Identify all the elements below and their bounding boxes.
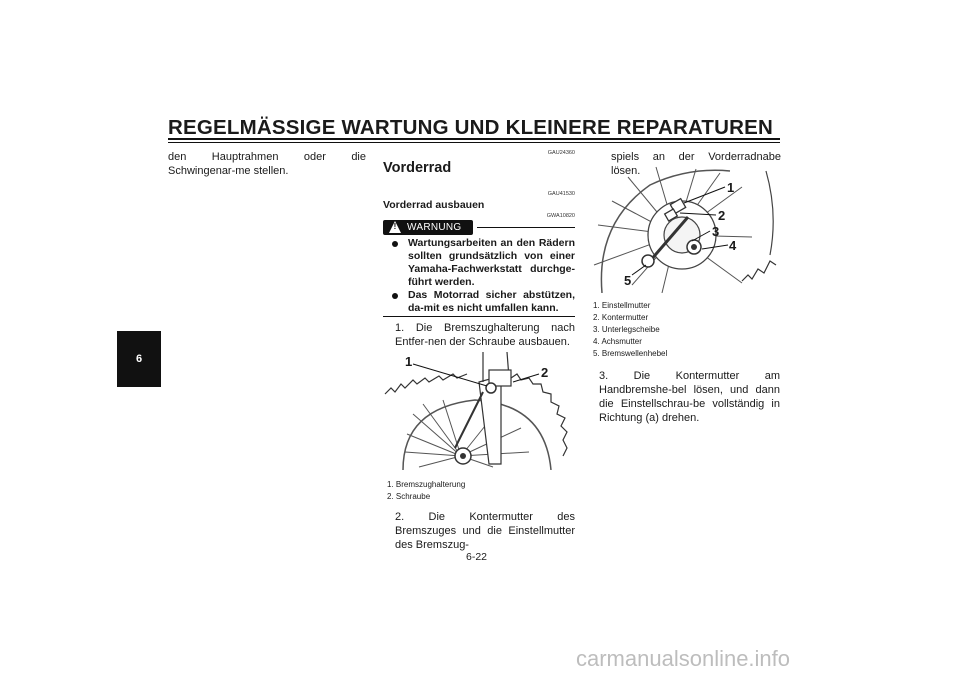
step-2: 2. Die Kontermutter des Bremszuges und d…: [395, 511, 575, 551]
figure-caption: 3. Unterlegscheibe: [593, 325, 660, 334]
warning-item: Das Motorrad sicher abstützen, da-mit es…: [408, 289, 575, 314]
chapter-tab: 6: [117, 331, 161, 387]
doc-code: GAU24360: [547, 150, 575, 156]
callout-number: 4: [729, 238, 737, 253]
step-1: 1. Die Bremszughalterung nach Entfer-nen…: [395, 322, 575, 348]
warning-end-rule: [383, 316, 575, 317]
bullet-icon: [392, 241, 398, 247]
header-rule: [168, 138, 780, 140]
step-2-continued: spiels an der Vorderradnabe lösen.: [611, 151, 781, 177]
doc-code: GAU41530: [547, 191, 575, 197]
section-title: Vorderrad: [383, 160, 452, 176]
warning-badge: ! WARNUNG: [383, 220, 473, 235]
figure-caption: 4. Achsmutter: [593, 337, 642, 346]
bullet-icon: [392, 293, 398, 299]
warning-label: WARNUNG: [407, 222, 462, 233]
warning-rule: [477, 227, 575, 228]
header-rule-thin: [168, 142, 780, 143]
callout-number: 2: [718, 208, 726, 223]
page-number: 6-22: [466, 551, 488, 563]
figure-caption: 1. Einstellmutter: [593, 301, 651, 310]
figure-caption: 2. Schraube: [387, 492, 431, 501]
left-column-text: den Hauptrahmen oder die Schwingenar-me …: [168, 151, 366, 177]
watermark: carmanualsonline.info: [576, 646, 791, 671]
figure-caption: 2. Kontermutter: [593, 313, 649, 322]
warning-icon: [389, 221, 401, 233]
step-3: 3. Die Kontermutter am Handbremshe-bel l…: [599, 370, 780, 424]
callout-number: 2: [541, 365, 549, 380]
figure-fork-brake-cable: [384, 352, 568, 470]
warning-item: Wartungsarbeiten an den Rädern sollten g…: [408, 237, 575, 288]
figure-front-hub: [593, 166, 777, 293]
callout-number: 3: [712, 224, 720, 239]
figure-caption: 5. Bremswellenhebel: [593, 349, 668, 358]
figure-caption: 1. Bremszughalterung: [387, 480, 466, 489]
callout-number: 1: [727, 180, 735, 195]
callout-number: 1: [405, 354, 413, 369]
page-title: REGELMÄSSIGE WARTUNG UND KLEINERE REPARA…: [168, 116, 774, 139]
callout-number: 5: [624, 273, 632, 288]
subsection-title: Vorderrad ausbauen: [383, 199, 485, 211]
doc-code: GWA10820: [546, 213, 575, 219]
